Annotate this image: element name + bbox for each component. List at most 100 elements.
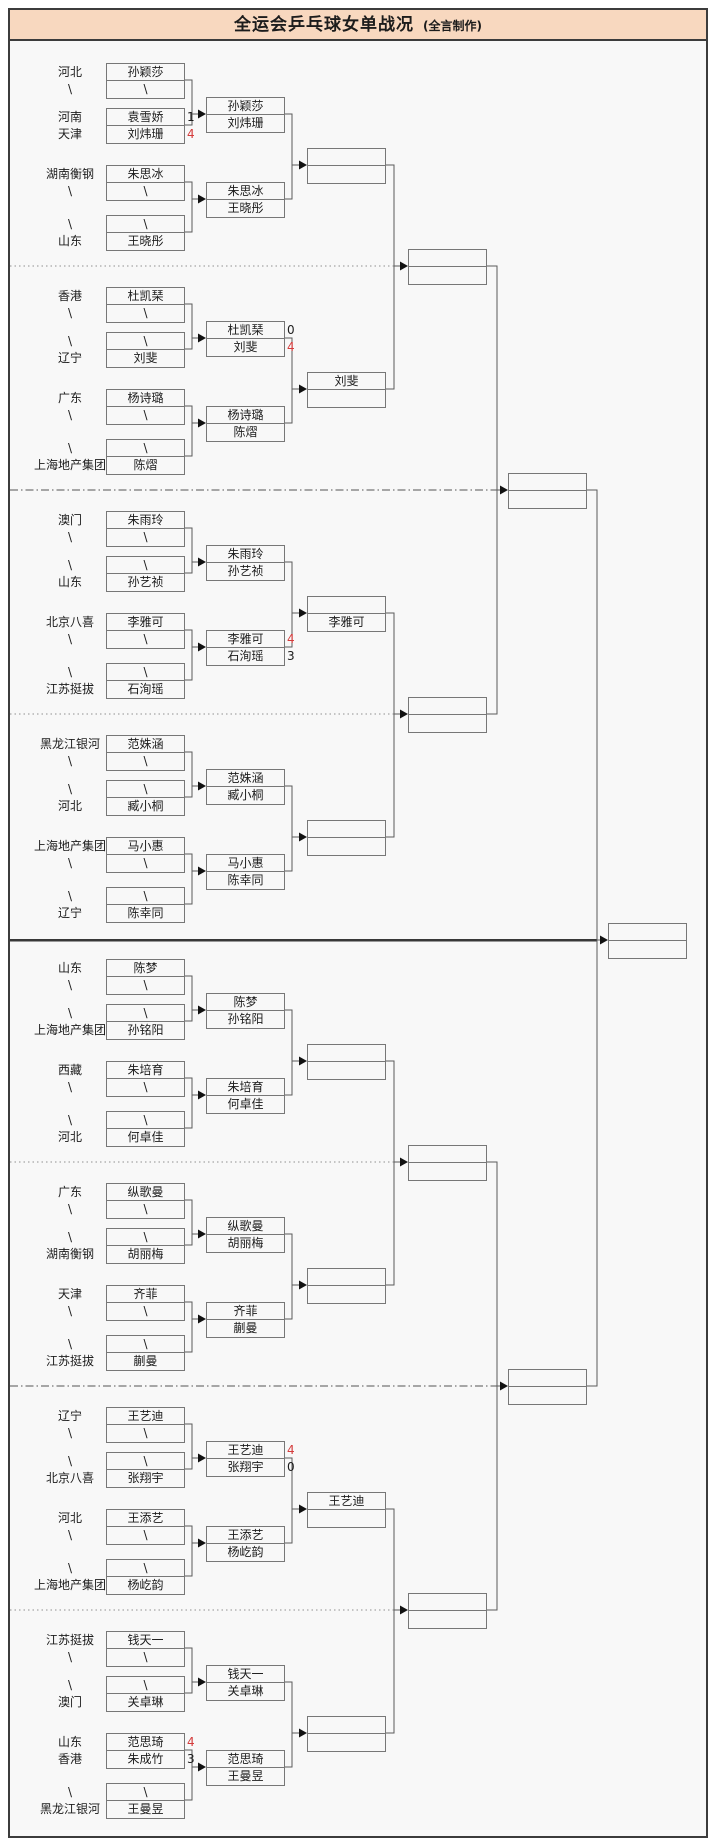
player-cell <box>409 1146 486 1163</box>
r1-box: 朱思冰\ <box>106 165 185 201</box>
player-cell <box>509 474 586 491</box>
r1-box: \张翔宇 <box>106 1452 185 1488</box>
player-cell: 杨屹韵 <box>227 1545 264 1559</box>
player-cell: \ <box>143 856 148 870</box>
r2-box: 王添艺杨屹韵 <box>206 1526 285 1562</box>
player-cell: 朱培育 <box>207 1079 284 1096</box>
region-label: 湖南衡钢 <box>45 1247 94 1261</box>
player-cell: \ <box>107 1560 184 1577</box>
region-label: 山东 <box>57 961 82 975</box>
score-label: 4 <box>287 1443 295 1457</box>
player-cell: 王曼昱 <box>227 1769 264 1783</box>
player-cell <box>308 821 385 838</box>
region-label: \ <box>67 1006 73 1020</box>
r1-box: \蒯曼 <box>106 1335 185 1371</box>
region-label: \ <box>67 1113 73 1127</box>
arrowhead-icon <box>198 866 206 876</box>
region-label: 北京八喜 <box>45 615 94 629</box>
player-cell <box>409 1594 486 1611</box>
sf-box <box>508 473 587 509</box>
player-cell: \ <box>143 82 148 96</box>
arrowhead-icon <box>299 1280 307 1290</box>
player-cell: 陈幸同 <box>127 906 164 920</box>
player-cell: 钱天一 <box>207 1666 284 1683</box>
arrowhead-icon <box>198 557 206 567</box>
player-cell <box>308 838 385 855</box>
region-label: \ <box>67 1528 73 1542</box>
region-label: 上海地产集团 <box>33 458 106 472</box>
arrowhead-icon <box>500 1381 508 1391</box>
region-label: 西藏 <box>57 1063 82 1077</box>
player-cell <box>308 1045 385 1062</box>
player-cell: 何卓佳 <box>227 1097 264 1111</box>
r1-box: 钱天一\ <box>106 1631 185 1667</box>
region-label: 澳门 <box>57 513 82 527</box>
player-cell: 王晓彤 <box>127 234 164 248</box>
player-cell: \ <box>107 1677 184 1694</box>
score-label: 4 <box>187 127 195 141</box>
qf-box <box>408 249 487 285</box>
r16-box <box>307 148 386 184</box>
player-cell: \ <box>143 754 148 768</box>
player-cell: 王艺迪 <box>107 1408 184 1425</box>
r1-box: 袁雪娇刘炜珊 <box>106 108 185 144</box>
player-cell: \ <box>107 1453 184 1470</box>
region-label: 天津 <box>57 127 82 141</box>
player-cell: 陈幸同 <box>227 873 264 887</box>
player-cell <box>308 1717 385 1734</box>
arrowhead-icon <box>198 781 206 791</box>
arrowhead-icon <box>400 1157 408 1167</box>
player-cell: 孙铭阳 <box>227 1012 264 1026</box>
bracket-connector <box>184 303 193 350</box>
region-label: \ <box>67 530 73 544</box>
player-cell <box>409 267 486 284</box>
arrowhead-icon <box>400 261 408 271</box>
region-label: 香港 <box>57 289 82 303</box>
r1-box: 李雅可\ <box>106 613 185 649</box>
score-label: 1 <box>187 110 195 124</box>
player-cell: 范思琦 <box>107 1734 184 1751</box>
arrowhead-icon <box>198 1677 206 1687</box>
bracket-connector <box>284 1681 293 1768</box>
player-cell: 朱思冰 <box>107 166 184 183</box>
player-cell <box>609 941 686 958</box>
region-label: 山东 <box>57 234 82 248</box>
player-cell <box>409 698 486 715</box>
region-label: \ <box>67 1080 73 1094</box>
player-cell: 钱天一 <box>107 1632 184 1649</box>
region-label: \ <box>67 1561 73 1575</box>
player-cell: 蒯曼 <box>233 1321 258 1335</box>
player-cell: \ <box>143 1528 148 1542</box>
r2-box: 马小惠陈幸同 <box>206 854 285 890</box>
r16-box <box>307 1268 386 1304</box>
region-label: 上海地产集团 <box>33 1023 106 1037</box>
region-label: \ <box>67 306 73 320</box>
player-cell: 孙艺祯 <box>227 564 264 578</box>
arrowhead-icon <box>198 1229 206 1239</box>
r1-box: 马小惠\ <box>106 837 185 873</box>
page-subtitle: (全言制作) <box>423 19 483 33</box>
arrowhead-icon <box>198 418 206 428</box>
player-cell: \ <box>143 1426 148 1440</box>
r1-box: 朱雨玲\ <box>106 511 185 547</box>
player-cell: \ <box>107 333 184 350</box>
region-label: \ <box>67 558 73 572</box>
bracket-connector <box>184 1525 193 1577</box>
bracket-connector <box>184 853 193 905</box>
arrowhead-icon <box>500 485 508 495</box>
player-cell: 王艺迪 <box>207 1442 284 1459</box>
player-cell: 关卓琳 <box>127 1695 164 1709</box>
player-cell: \ <box>143 408 148 422</box>
player-cell <box>509 491 586 508</box>
region-label: \ <box>67 1337 73 1351</box>
region-label: 江苏挺拔 <box>45 682 94 696</box>
player-cell: 王晓彤 <box>227 201 264 215</box>
player-cell: 陈熠 <box>133 458 158 472</box>
r16-box <box>307 1716 386 1752</box>
arrowhead-icon <box>198 194 206 204</box>
player-cell: 臧小桐 <box>227 788 264 802</box>
r2-box: 陈梦孙铭阳 <box>206 993 285 1029</box>
arrowhead-icon <box>198 333 206 343</box>
arrowhead-icon <box>198 1762 206 1772</box>
r2-box: 齐菲蒯曼 <box>206 1302 285 1338</box>
